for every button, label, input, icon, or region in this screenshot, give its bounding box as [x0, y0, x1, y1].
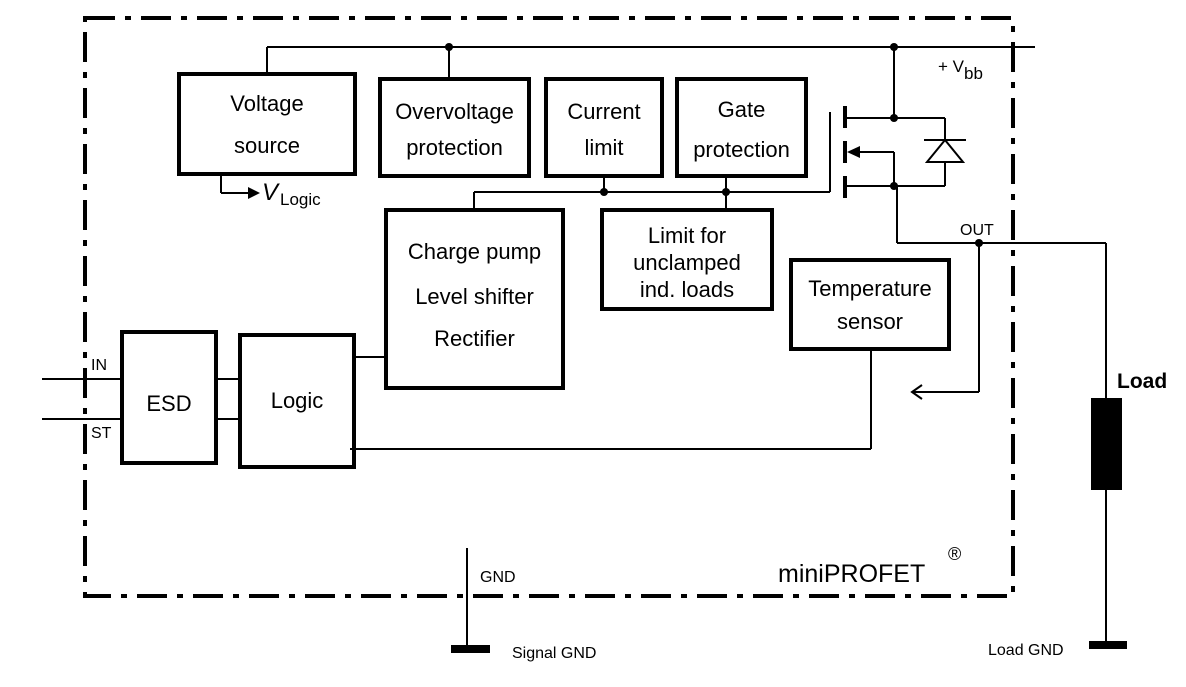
- brand-label: miniPROFET: [778, 560, 926, 588]
- voltage-source-label-1: Voltage: [230, 91, 304, 116]
- temperature-sensor-label-1: Temperature: [808, 276, 932, 301]
- signal-gnd-symbol: [451, 645, 490, 653]
- limit-unclamped-block: [600, 208, 774, 311]
- diode-triangle: [924, 138, 966, 163]
- signal-gnd-label: Signal GND: [512, 645, 597, 662]
- in-label: IN: [91, 357, 107, 374]
- load-gnd-symbol: [1089, 641, 1127, 649]
- charge-pump-label-1: Charge pump: [407, 239, 542, 264]
- junction-rail-drain: [890, 43, 898, 51]
- charge-pump-label-2: Level shifter: [415, 284, 534, 309]
- vlogic-main: V: [262, 179, 279, 206]
- current-limit-label-1: Current: [567, 99, 641, 124]
- temperature-sensor-block: [789, 258, 951, 351]
- junction-current-limit: [600, 188, 608, 196]
- st-label: ST: [91, 425, 112, 442]
- esd-label: ESD: [146, 391, 192, 416]
- limit-unclamped-label-2: unclamped: [633, 250, 741, 275]
- load-label: Load: [1117, 370, 1168, 393]
- vbb-subscript: bb: [964, 64, 983, 83]
- charge-pump-label-3: Rectifier: [434, 326, 515, 351]
- logic-block: [238, 333, 356, 469]
- voltage-source-block: [177, 72, 357, 176]
- limit-unclamped-label-3: ind. loads: [639, 277, 735, 302]
- current-limit-label-2: limit: [584, 135, 624, 160]
- voltage-source-label-2: source: [233, 133, 301, 158]
- current-limit-block: [544, 77, 664, 178]
- chip-boundary: [83, 16, 1015, 598]
- registered-mark: ®: [948, 544, 962, 564]
- gate-protection-label-2: protection: [693, 137, 790, 162]
- mosfet-body-arrow: [847, 146, 860, 158]
- vlogic-subscript: Logic: [280, 190, 321, 209]
- load-gnd-label: Load GND: [988, 642, 1064, 659]
- gate-protection-block: [675, 77, 808, 178]
- out-label: OUT: [960, 222, 994, 239]
- vbb-label: + Vbb: [938, 57, 983, 82]
- logic-label: Logic: [270, 388, 324, 413]
- overvoltage-label-2: protection: [406, 135, 503, 160]
- gate-protection-label-1: Gate: [717, 97, 766, 122]
- gnd-label: GND: [480, 569, 516, 586]
- esd-block: [120, 330, 218, 465]
- overvoltage-protection-block: [378, 77, 531, 178]
- out-feedback-arrow: [910, 384, 923, 400]
- junction-gate-protection: [722, 188, 730, 196]
- junction-rail-overvoltage: [445, 43, 453, 51]
- vlogic-arrow-head: [248, 187, 260, 199]
- overvoltage-label-1: Overvoltage: [395, 99, 514, 124]
- charge-pump-block: [384, 208, 565, 390]
- load-resistor: [1091, 398, 1122, 490]
- vbb-prefix: + V: [938, 57, 964, 76]
- limit-unclamped-label-1: Limit for: [647, 223, 727, 248]
- temperature-sensor-label-2: sensor: [836, 309, 904, 334]
